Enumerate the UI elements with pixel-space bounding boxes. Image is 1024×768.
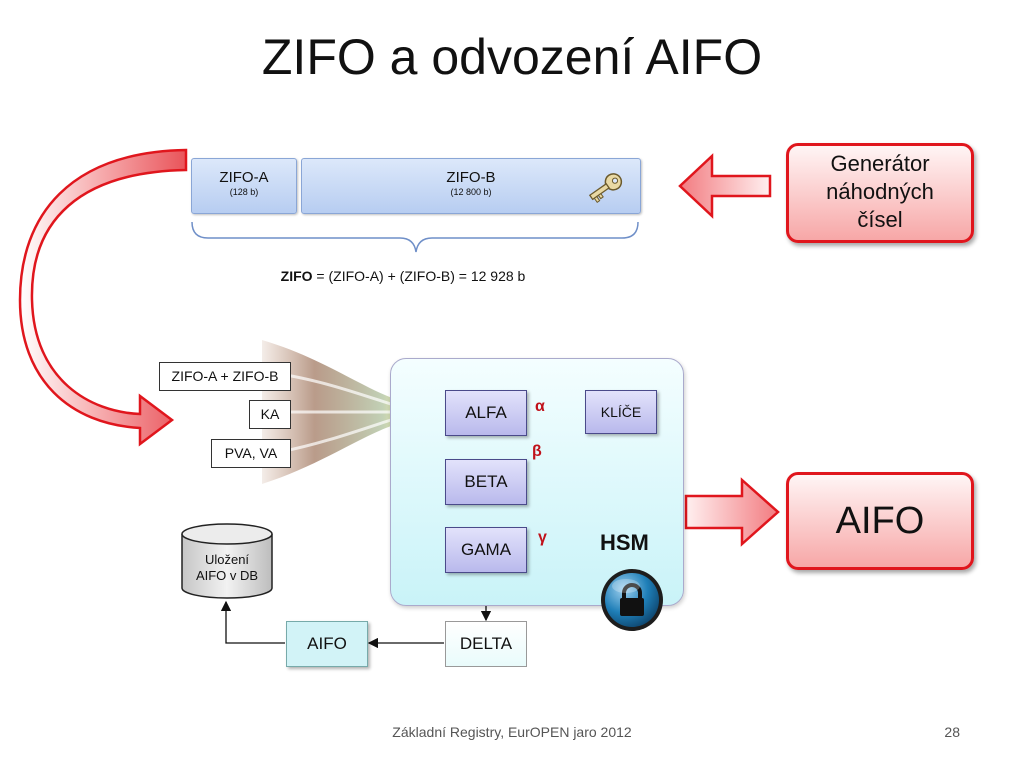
database-label: Uložení AIFO v DB: [182, 552, 272, 584]
zifo-a-size: (128 b): [229, 187, 259, 197]
aifo-output-box: AIFO: [786, 472, 974, 570]
generator-line-3: čísel: [857, 207, 903, 232]
formula-bold: ZIFO: [280, 268, 313, 284]
input-ka: KA: [249, 400, 291, 429]
beta-label: β: [532, 443, 542, 460]
zifo-brace: [191, 221, 639, 253]
zifo-b-size: (12 800 b): [450, 187, 492, 197]
alpha-label: α: [535, 398, 545, 415]
formula-rest: = (ZIFO-A) + (ZIFO-B) = 12 928 b: [312, 268, 526, 284]
generator-line-2: náhodných: [826, 179, 934, 204]
gama-box: GAMA: [445, 527, 527, 573]
hsm-label: HSM: [600, 530, 649, 555]
keys-box: KLÍČE: [585, 390, 657, 434]
zifo-a-label: ZIFO-A: [219, 169, 269, 186]
page-number: 28: [944, 724, 960, 740]
zifo-b-box: ZIFO-B (12 800 b): [301, 158, 641, 214]
database-icon: [181, 523, 273, 599]
delta-box: DELTA: [445, 621, 527, 667]
beta-box: BETA: [445, 459, 527, 505]
zifo-a-box: ZIFO-A (128 b): [191, 158, 297, 214]
generator-line-1: Generátor: [830, 151, 930, 176]
zifo-b-label: ZIFO-B: [446, 169, 496, 186]
input-pva-va: PVA, VA: [211, 439, 291, 468]
database-line-1: Uložení: [204, 552, 250, 567]
generator-arrow: [678, 153, 772, 219]
gamma-label: γ: [538, 529, 547, 546]
curved-flow-arrow: [18, 148, 188, 447]
lock-icon: [601, 569, 663, 631]
random-generator-box: Generátor náhodných čísel: [786, 143, 974, 243]
aifo-result-box: AIFO: [286, 621, 368, 667]
alfa-box: ALFA: [445, 390, 527, 436]
output-arrow: [684, 477, 780, 547]
database-line-2: AIFO v DB: [195, 568, 259, 583]
key-icon: [588, 173, 623, 204]
input-zifo-ab: ZIFO-A + ZIFO-B: [159, 362, 291, 391]
zifo-formula: ZIFO = (ZIFO-A) + (ZIFO-B) = 12 928 b: [0, 268, 806, 284]
slide-footer: Základní Registry, EurOPEN jaro 2012: [392, 724, 632, 740]
slide-title: ZIFO a odvození AIFO: [261, 29, 763, 85]
